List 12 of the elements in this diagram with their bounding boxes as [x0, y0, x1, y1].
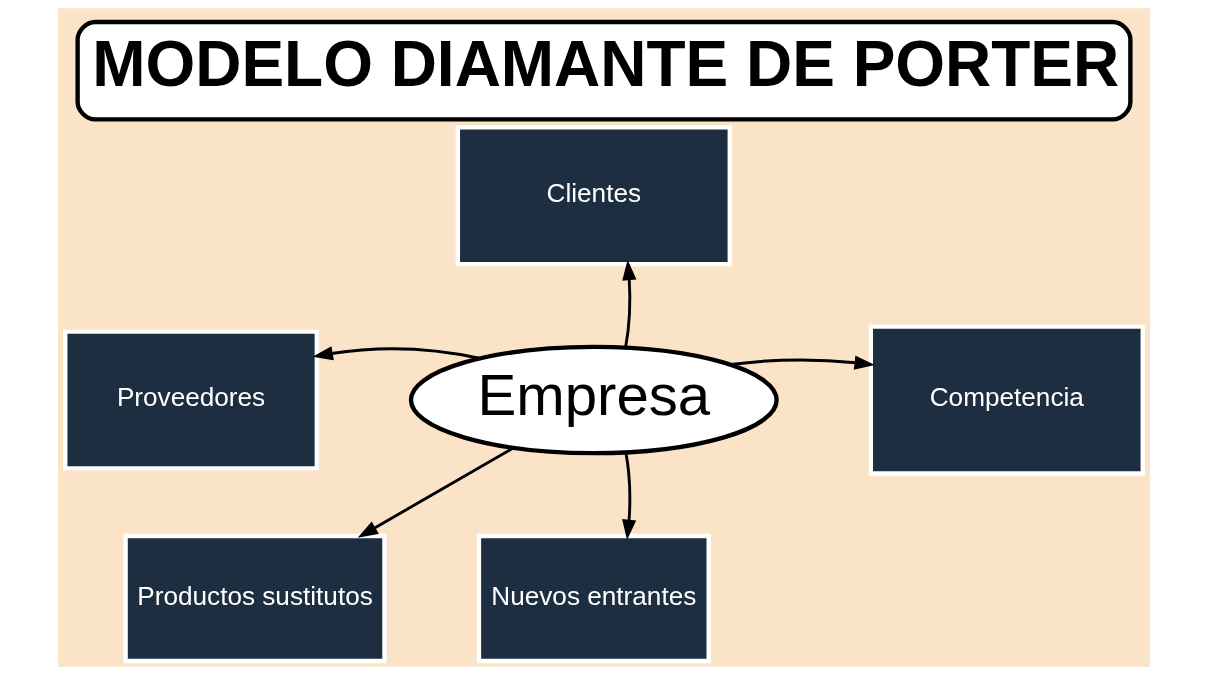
node-ellipse: Empresa	[408, 344, 779, 456]
arrow	[622, 259, 637, 348]
node-box: Clientes	[455, 125, 732, 267]
node-box: Competencia	[868, 324, 1145, 476]
arrow	[730, 355, 875, 370]
node-box: Nuevos entrantes	[476, 533, 711, 664]
arrow	[312, 346, 480, 361]
arrow	[357, 446, 514, 538]
arrow	[622, 452, 637, 540]
diagram-title: MODELO DIAMANTE DE PORTER	[92, 27, 1120, 100]
node-box: Proveedores	[63, 329, 319, 471]
node-box: Productos sustitutos	[123, 533, 387, 664]
